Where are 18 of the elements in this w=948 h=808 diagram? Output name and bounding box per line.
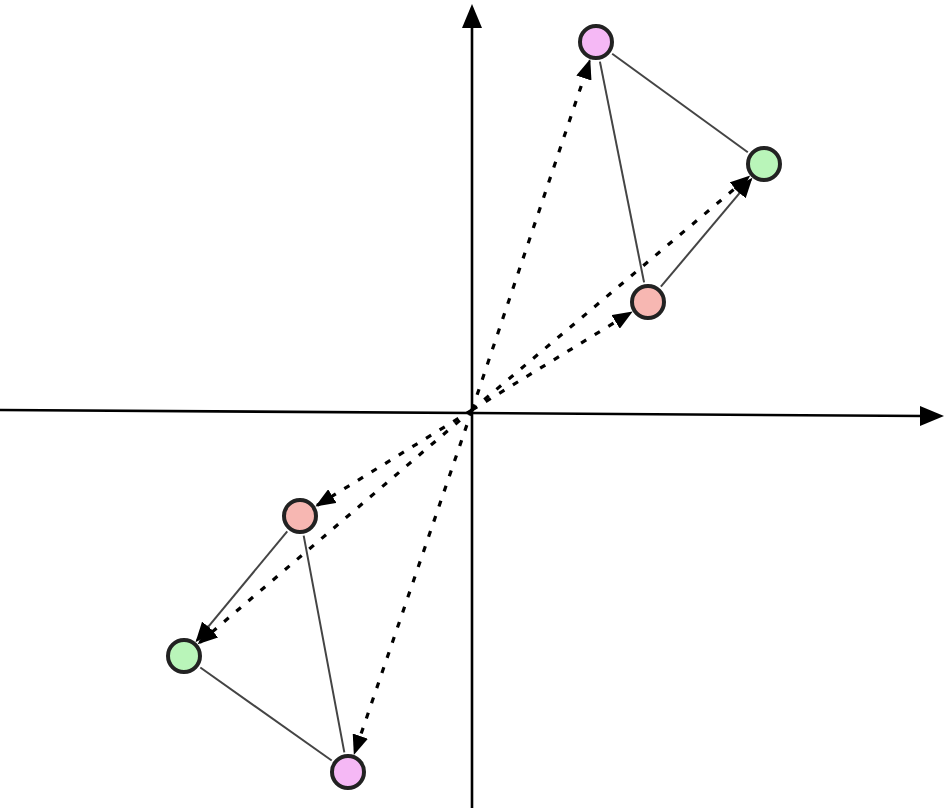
dashed-arrow	[352, 409, 474, 755]
line	[199, 666, 333, 762]
line	[611, 52, 749, 154]
point-circle	[282, 498, 318, 534]
dashed-arrow	[471, 311, 633, 412]
line	[302, 534, 346, 754]
dashed-arrow	[470, 59, 592, 411]
line	[598, 60, 646, 284]
point-circle	[330, 754, 366, 790]
dashed-arrow	[470, 175, 751, 412]
arrow	[195, 530, 289, 643]
dashed-arrow	[315, 408, 473, 507]
arrow	[659, 177, 753, 288]
dashed-arrow	[197, 408, 474, 645]
point-circle	[578, 24, 614, 60]
point-circle	[166, 638, 202, 674]
point-circle	[630, 284, 666, 320]
point-circle	[746, 146, 782, 182]
